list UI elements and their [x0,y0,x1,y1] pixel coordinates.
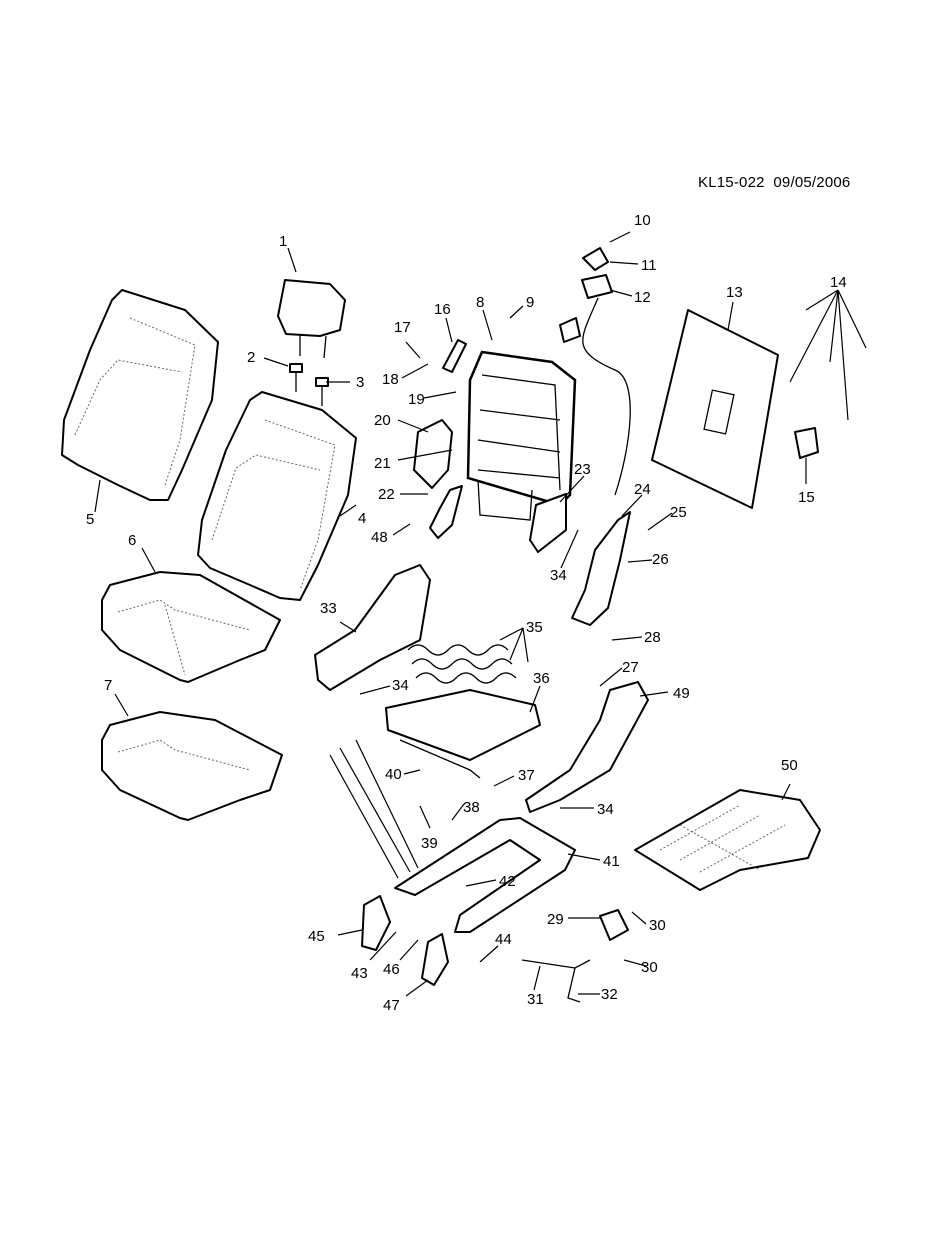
callout-24: 24 [634,481,651,498]
callout-8: 8 [476,294,484,311]
callout-35: 35 [526,619,543,636]
callout-32: 32 [601,986,618,1003]
callout-5: 5 [86,511,94,528]
callout-38: 38 [463,799,480,816]
callout-34-trim: 34 [597,801,614,818]
callout-29: 29 [547,911,564,928]
callout-31: 31 [527,991,544,1008]
part-7-cushion-pad [101,711,283,821]
part-36-cushion-frame [385,689,541,779]
part-frame-hinge-bracket [429,485,463,539]
callout-18: 18 [382,371,399,388]
callout-42: 42 [499,873,516,890]
callout-40: 40 [385,766,402,783]
part-33-side-shield [314,564,431,691]
callout-3: 3 [356,374,364,391]
part-4-seatback-cover-inner [197,391,357,601]
callout-27: 27 [622,659,639,676]
part-6-cushion-cover [101,571,281,683]
part-13-back-panel [651,309,779,509]
callout-19: 19 [408,391,425,408]
callout-37: 37 [518,767,535,784]
callout-labels: 1 2 3 4 5 6 7 8 9 10 11 12 13 14 15 16 1… [86,212,847,1014]
callout-33: 33 [320,600,337,617]
part-50-under-tray [634,789,821,891]
part-31-32-wiring-harness [521,959,591,1003]
callout-4: 4 [358,510,366,527]
part-23-recliner-cover [529,493,567,553]
callout-13: 13 [726,284,743,301]
callout-15: 15 [798,489,815,506]
callout-39: 39 [421,835,438,852]
part-16-lumbar-support [442,339,467,373]
part-8-seatback-frame [466,350,577,521]
callout-23: 23 [574,461,591,478]
callout-20: 20 [374,412,391,429]
callout-1: 1 [279,233,287,250]
part-1-headrest [277,279,346,359]
callout-36: 36 [533,670,550,687]
part-29-actuator [599,909,629,941]
part-47-rear-bracket [421,933,449,986]
callout-16: 16 [434,301,451,318]
callout-14: 14 [830,274,847,291]
callout-2: 2 [247,349,255,366]
callout-41: 41 [603,853,620,870]
callout-7: 7 [104,677,112,694]
callout-34-cushion: 34 [392,677,409,694]
part-24-recliner-mechanism [571,511,631,626]
callout-10: 10 [634,212,651,229]
callout-30-lower: 30 [641,959,658,976]
callout-30-upper: 30 [649,917,666,934]
callout-45: 45 [308,928,325,945]
callout-47: 47 [383,997,400,1014]
callout-46: 46 [383,961,400,978]
callout-43: 43 [351,965,368,982]
callout-44: 44 [495,931,512,948]
drawing-id-label: KL15-022 09/05/2006 [698,174,851,191]
callout-17: 17 [394,319,411,336]
callout-34-recliner: 34 [550,567,567,584]
callout-50: 50 [781,757,798,774]
callout-11: 11 [641,257,657,274]
callout-49: 49 [673,685,690,702]
part-15-retainer-clip [794,427,819,459]
callout-6: 6 [128,532,136,549]
callout-48: 48 [371,529,388,546]
callout-21: 21 [374,455,391,472]
callout-22: 22 [378,486,395,503]
part-35-seat-springs [407,644,517,684]
callout-12: 12 [634,289,651,306]
callout-26: 26 [652,551,669,568]
callout-25: 25 [670,504,687,521]
part-11-12-belt-retractor [559,247,631,496]
part-49-side-trim [525,681,649,813]
callout-9: 9 [526,294,534,311]
callout-28: 28 [644,629,661,646]
leader-lines [94,231,867,997]
part-2-headrest-guide [289,363,303,392]
part-41-seat-riser [394,817,576,933]
part-45-front-bracket [361,895,391,951]
part-5-seatback-cover-outer [61,289,219,501]
